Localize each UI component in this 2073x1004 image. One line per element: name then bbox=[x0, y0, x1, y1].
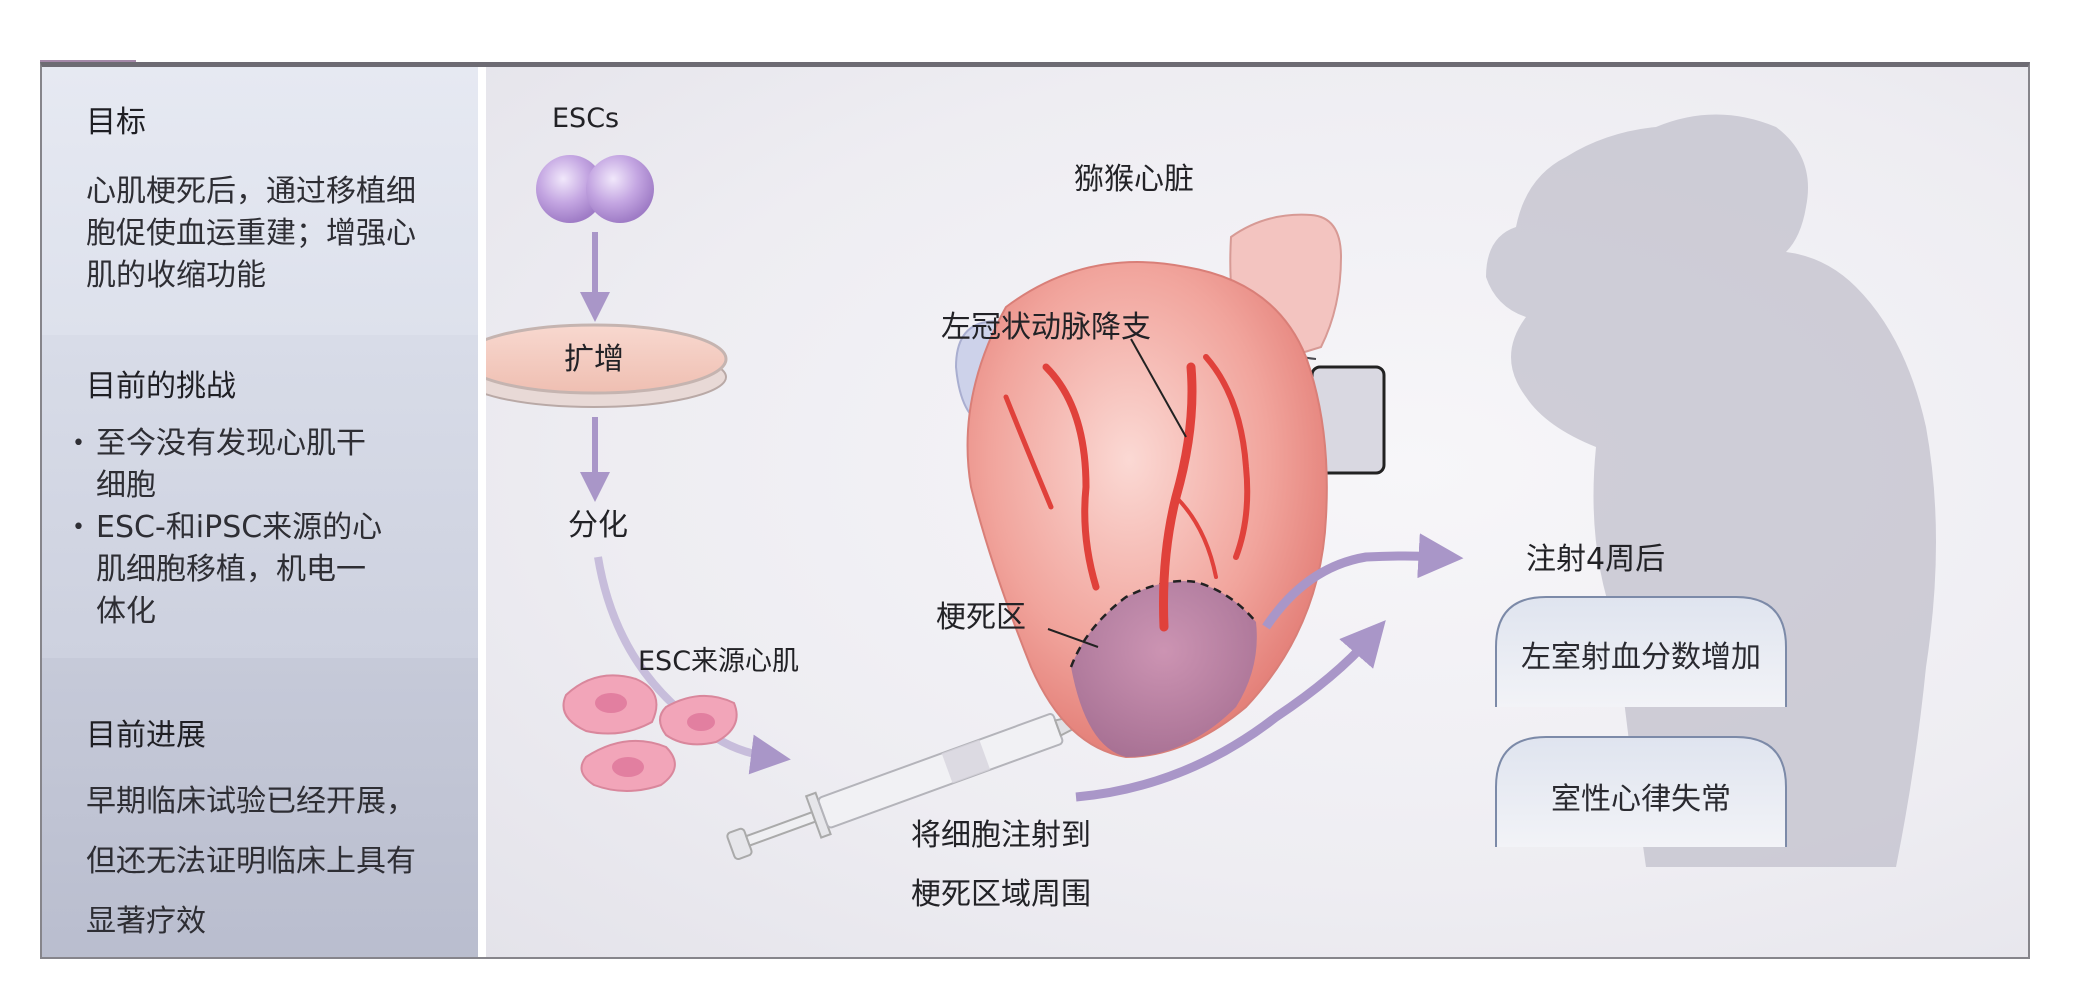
lad-label: 左冠状动脉降支 bbox=[941, 310, 1151, 345]
result-box-2 bbox=[1495, 736, 1787, 847]
cardiomyocyte-nucleus bbox=[612, 757, 644, 777]
esc-cell bbox=[536, 155, 604, 223]
goal-text-line: 胞促使血运重建；增强心 bbox=[86, 216, 416, 251]
cardiomyocyte-nucleus bbox=[687, 713, 715, 731]
arrow-injection bbox=[1075, 620, 1386, 802]
monkey-silhouette bbox=[1486, 114, 1936, 867]
coronary-artery-branch bbox=[1203, 354, 1251, 560]
coronary-artery-branch bbox=[1003, 394, 1054, 510]
challenges-title: 目前的挑战 bbox=[86, 369, 236, 404]
progress-text-line: 显著疗效 bbox=[86, 904, 206, 939]
progress-section: 目前进展 早期临床试验已经开展， 但还无法证明临床上具有 显著疗效 bbox=[42, 658, 478, 957]
coronary-artery-branch bbox=[1042, 363, 1100, 591]
panel-divider bbox=[478, 67, 486, 957]
inject-label-line-1: 将细胞注射到 bbox=[911, 818, 1091, 853]
infarct-zone bbox=[1071, 581, 1257, 757]
esc-cell bbox=[586, 155, 654, 223]
goal-text-line: 肌的收缩功能 bbox=[86, 258, 266, 293]
diagram-area: ESCs 扩增 分化 ESC来源心肌 bbox=[486, 67, 2028, 957]
goal-section: 目标 心肌梗死后，通过移植细 胞促使血运重建；增强心 肌的收缩功能 bbox=[42, 67, 478, 335]
challenge-line: 至今没有发现心肌干 bbox=[96, 426, 366, 461]
progress-text: 早期临床试验已经开展， 但还无法证明临床上具有 显著疗效 bbox=[86, 772, 466, 952]
infarct-leader-line bbox=[1047, 628, 1099, 648]
after-label: 注射4周后 bbox=[1526, 542, 1665, 577]
monkey-heart-label: 猕猴心脏 bbox=[1074, 162, 1194, 197]
left-panel: 目标 心肌梗死后，通过移植细 胞促使血运重建；增强心 肌的收缩功能 目前的挑战 … bbox=[42, 67, 478, 957]
challenge-line: 体化 bbox=[96, 594, 156, 629]
cardiomyocyte-nucleus bbox=[595, 693, 627, 713]
goal-text-line: 心肌梗死后，通过移植细 bbox=[86, 174, 416, 209]
goal-text: 心肌梗死后，通过移植细 胞促使血运重建；增强心 肌的收缩功能 bbox=[86, 171, 466, 297]
challenge-item: 至今没有发现心肌干 细胞 bbox=[72, 423, 462, 507]
progress-text-line: 但还无法证明临床上具有 bbox=[86, 844, 416, 879]
result-box-1-label: 左室射血分数增加 bbox=[1521, 640, 1761, 675]
challenges-section: 目前的挑战 至今没有发现心肌干 细胞 ESC-和iPSC来源的心 肌细胞移植，机… bbox=[42, 335, 478, 658]
lad-leader-line bbox=[1130, 338, 1187, 438]
esc-cardio-label: ESC来源心肌 bbox=[638, 646, 799, 677]
diagram-svg: ESCs 扩增 分化 ESC来源心肌 bbox=[486, 103, 1936, 912]
inject-label-line-2: 梗死区域周围 bbox=[911, 877, 1091, 912]
arrow-to-results bbox=[1262, 533, 1464, 630]
coronary-artery-branch bbox=[1174, 495, 1218, 579]
progress-title: 目前进展 bbox=[86, 718, 206, 753]
challenge-line: ESC-和iPSC来源的心 bbox=[96, 510, 383, 545]
result-box-1 bbox=[1495, 596, 1787, 707]
differentiate-label: 分化 bbox=[568, 508, 628, 543]
figure-frame: 目标 心肌梗死后，通过移植细 胞促使血运重建；增强心 肌的收缩功能 目前的挑战 … bbox=[40, 62, 2030, 959]
challenges-list: 至今没有发现心肌干 细胞 ESC-和iPSC来源的心 肌细胞移植，机电一 体化 bbox=[72, 423, 462, 633]
challenge-item: ESC-和iPSC来源的心 肌细胞移植，机电一 体化 bbox=[72, 507, 462, 633]
expand-label: 扩增 bbox=[564, 342, 624, 377]
goal-title: 目标 bbox=[86, 105, 146, 140]
progress-text-line: 早期临床试验已经开展， bbox=[86, 784, 416, 819]
petri-dish bbox=[486, 323, 728, 395]
challenge-line: 细胞 bbox=[96, 468, 156, 503]
result-box-2-label: 室性心律失常 bbox=[1551, 782, 1731, 817]
challenge-line: 肌细胞移植，机电一 bbox=[96, 552, 366, 587]
infarct-label: 梗死区 bbox=[936, 600, 1026, 635]
escs-label: ESCs bbox=[552, 103, 619, 134]
